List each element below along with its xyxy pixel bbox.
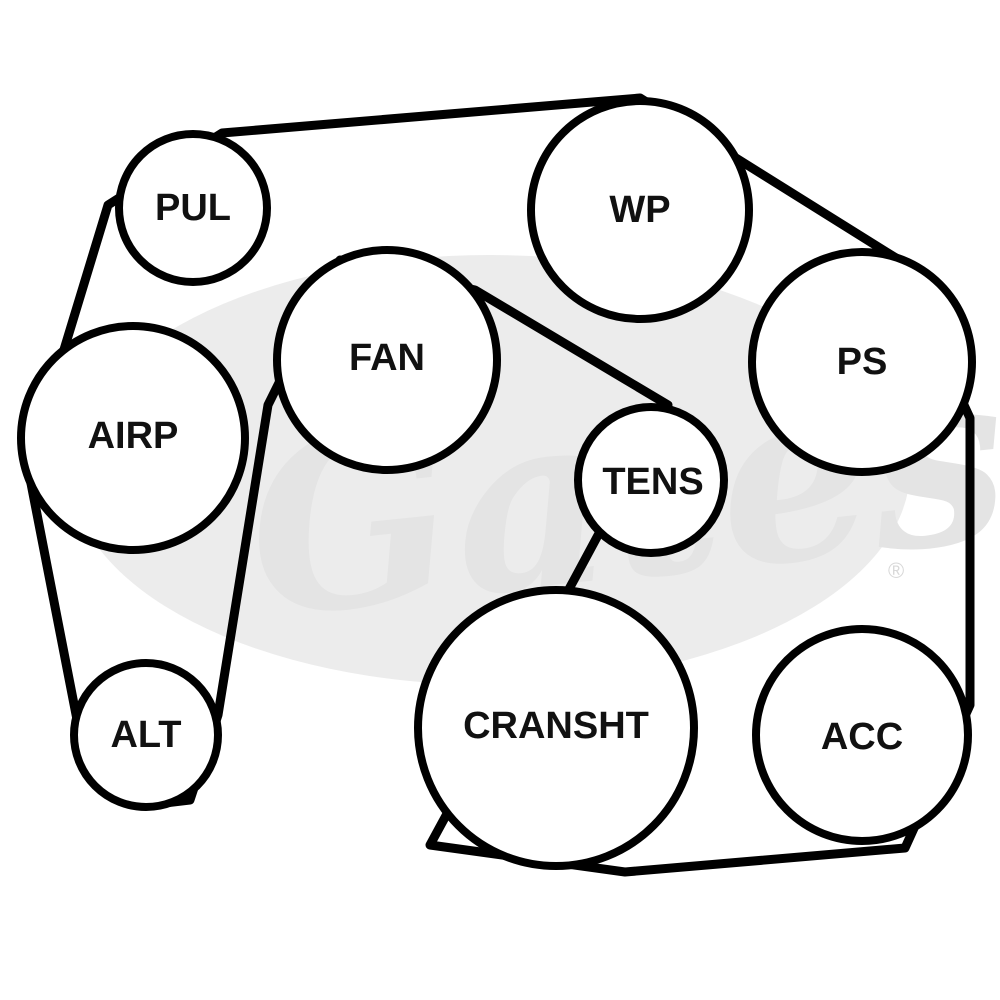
pulley-wp-circle [527, 97, 753, 323]
pulley-tens-circle [574, 403, 728, 557]
pulley-pul-circle [115, 130, 271, 286]
pulley-acc-label: ACC [821, 716, 903, 758]
pulley-tens: TENS [574, 403, 728, 557]
pulley-alt-label: ALT [110, 714, 181, 756]
pulley-acc: ACC [752, 625, 972, 845]
pulley-alt-circle [70, 659, 222, 811]
pulley-alt: ALT [70, 659, 222, 811]
pulley-acc-circle [752, 625, 972, 845]
pulley-cranksht: CRANSHT [414, 586, 698, 870]
pulley-fan-label: FAN [349, 337, 425, 379]
pulley-cranksht-circle [414, 586, 698, 870]
pulley-pul-label: PUL [155, 187, 231, 229]
pulley-ps-label: PS [837, 341, 888, 383]
watermark-registered-mark: ® [888, 558, 904, 583]
pulley-fan: FAN [273, 246, 501, 474]
pulley-wp: WP [527, 97, 753, 323]
pulley-wp-label: WP [609, 189, 670, 231]
pulley-tens-label: TENS [602, 461, 703, 503]
pulley-cranksht-label: CRANSHT [463, 705, 649, 747]
pulley-ps-circle [748, 248, 976, 476]
pulley-fan-circle [273, 246, 501, 474]
pulley-airp: AIRP [17, 322, 249, 554]
pulley-pul: PUL [115, 130, 271, 286]
pulley-airp-circle [17, 322, 249, 554]
pulley-ps: PS [748, 248, 976, 476]
pulley-airp-label: AIRP [88, 415, 179, 457]
